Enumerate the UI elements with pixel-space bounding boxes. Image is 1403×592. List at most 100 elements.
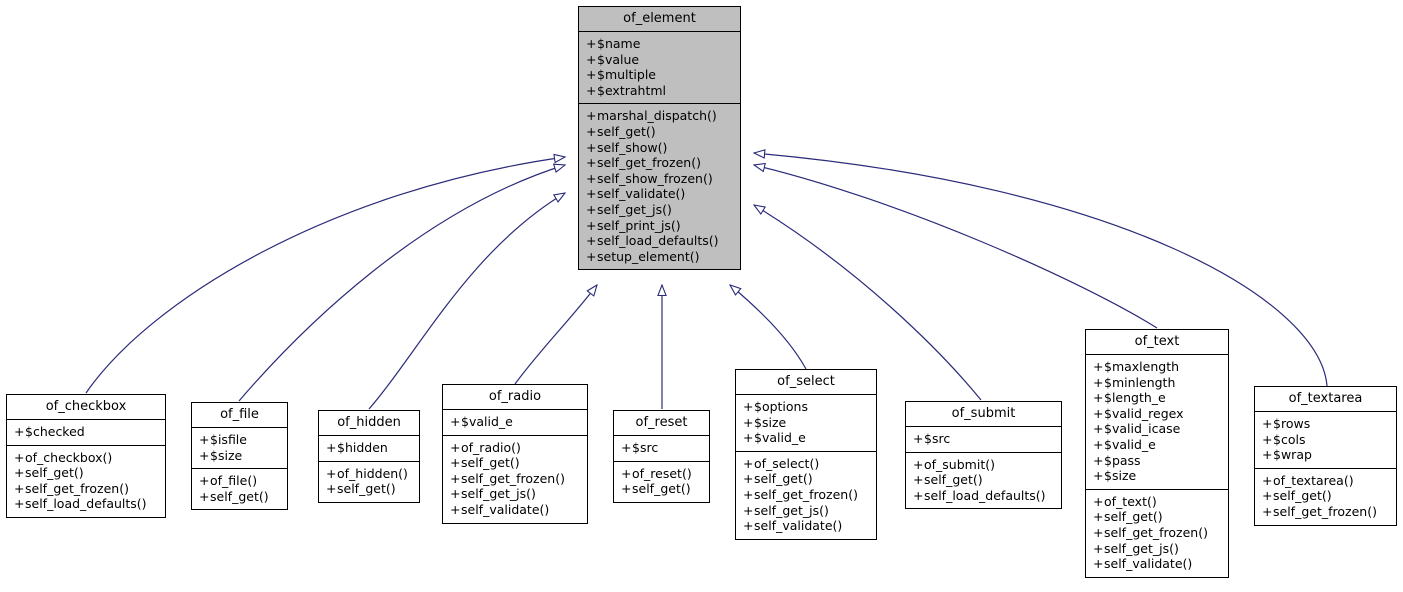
visibility-public-icon: + [1262, 431, 1273, 447]
visibility-public-icon: + [1262, 503, 1273, 519]
visibility-public-icon: + [743, 486, 754, 502]
visibility-public-icon: + [743, 399, 754, 414]
attribute-row: +$src [913, 431, 951, 446]
method-row: +of_text() [1093, 493, 1157, 509]
attribute-row: +$hidden [326, 440, 388, 455]
edge-of_checkbox-to-of_element [85, 157, 565, 394]
visibility-public-icon: + [586, 82, 597, 98]
method-row: +of_select() [743, 455, 820, 471]
class-attributes-of_radio: +$valid_e [443, 410, 587, 436]
attribute-row: +$length_e [1093, 390, 1166, 406]
class-attributes-of_submit: +$src [906, 427, 1061, 453]
method-row: +of_checkbox() [14, 449, 113, 465]
class-attributes-of_hidden: +$hidden [319, 436, 419, 462]
visibility-public-icon: + [621, 481, 632, 497]
class-node-of_textarea[interactable]: of_textarea +$rows +$cols +$wrap +of_tex… [1254, 386, 1397, 526]
attribute-row: +$valid_e [450, 414, 513, 429]
attribute-row: +$maxlength [1093, 359, 1180, 374]
class-node-of_file[interactable]: of_file +$isfile +$size +of_file() +self… [191, 402, 288, 511]
class-node-of_hidden[interactable]: of_hidden +$hidden +of_hidden() +self_ge… [318, 410, 420, 503]
method-row: +self_get() [621, 481, 691, 497]
visibility-public-icon: + [1262, 472, 1273, 488]
visibility-public-icon: + [14, 496, 25, 512]
visibility-public-icon: + [586, 155, 597, 171]
visibility-public-icon: + [586, 108, 597, 124]
class-methods-of_submit: +of_submit() +self_get() +self_load_defa… [906, 453, 1061, 509]
method-row: +self_get() [913, 472, 983, 488]
method-row: +self_get_frozen() [586, 155, 701, 171]
visibility-public-icon: + [199, 473, 210, 489]
method-row: +self_get_frozen() [14, 480, 129, 496]
visibility-public-icon: + [586, 170, 597, 186]
class-methods-of_hidden: +of_hidden() +self_get() [319, 462, 419, 502]
method-row: +of_textarea() [1262, 472, 1354, 488]
visibility-public-icon: + [621, 465, 632, 481]
class-attributes-of_textarea: +$rows +$cols +$wrap [1255, 412, 1396, 469]
visibility-public-icon: + [743, 414, 754, 430]
class-title-of_hidden: of_hidden [319, 411, 419, 436]
method-row: +of_submit() [913, 456, 995, 472]
class-methods-of_element: +marshal_dispatch() +self_get() +self_sh… [579, 104, 740, 269]
attribute-row: +$name [586, 36, 641, 51]
attribute-row: +$wrap [1262, 447, 1312, 463]
class-title-of_text: of_text [1086, 330, 1228, 355]
visibility-public-icon: + [450, 470, 461, 486]
attribute-row: +$isfile [199, 432, 247, 447]
visibility-public-icon: + [450, 414, 461, 429]
visibility-public-icon: + [1262, 416, 1273, 431]
attribute-row: +$cols [1262, 431, 1306, 447]
class-methods-of_reset: +of_reset() +self_get() [614, 462, 709, 502]
attribute-row: +$size [199, 447, 243, 463]
method-row: +self_get_js() [743, 502, 829, 518]
attribute-row: +$minlength [1093, 374, 1176, 390]
class-attributes-of_element: +$name +$value +$multiple +$extrahtml [579, 32, 740, 105]
method-row: +self_get_js() [450, 486, 536, 502]
class-title-of_select: of_select [736, 370, 876, 395]
method-row: +self_get_frozen() [1093, 524, 1208, 540]
visibility-public-icon: + [1093, 493, 1104, 509]
attribute-row: +$pass [1093, 452, 1141, 468]
attribute-row: +$size [743, 414, 787, 430]
visibility-public-icon: + [586, 67, 597, 83]
visibility-public-icon: + [586, 233, 597, 249]
method-row: +self_get() [1262, 488, 1332, 504]
method-row: +of_hidden() [326, 465, 408, 481]
method-row: +self_validate() [450, 501, 550, 517]
visibility-public-icon: + [1262, 447, 1273, 463]
method-row: +self_get_frozen() [1262, 503, 1377, 519]
visibility-public-icon: + [1093, 405, 1104, 421]
class-attributes-of_text: +$maxlength +$minlength +$length_e +$val… [1086, 355, 1228, 490]
visibility-public-icon: + [1262, 488, 1273, 504]
visibility-public-icon: + [586, 123, 597, 139]
method-row: +of_reset() [621, 465, 692, 481]
class-node-of_radio[interactable]: of_radio +$valid_e +of_radio() +self_get… [442, 384, 588, 524]
method-row: +self_get() [586, 123, 656, 139]
method-row: +self_validate() [1093, 556, 1193, 572]
class-node-of_checkbox[interactable]: of_checkbox +$checked +of_checkbox() +se… [6, 394, 166, 518]
method-row: +self_get_js() [1093, 540, 1179, 556]
visibility-public-icon: + [450, 486, 461, 502]
attribute-row: +$options [743, 399, 808, 414]
method-row: +self_show() [586, 139, 668, 155]
class-node-of_submit[interactable]: of_submit +$src +of_submit() +self_get()… [905, 401, 1062, 510]
visibility-public-icon: + [621, 440, 632, 455]
method-row: +of_file() [199, 473, 258, 489]
class-node-of_reset[interactable]: of_reset +$src +of_reset() +self_get() [613, 410, 710, 503]
attribute-row: +$valid_regex [1093, 405, 1184, 421]
attribute-row: +$valid_e [1093, 436, 1156, 452]
class-attributes-of_file: +$isfile +$size [192, 428, 287, 470]
visibility-public-icon: + [1093, 509, 1104, 525]
class-attributes-of_checkbox: +$checked [7, 420, 165, 446]
class-node-of_element[interactable]: of_element +$name +$value +$multiple +$e… [578, 6, 741, 271]
class-node-of_select[interactable]: of_select +$options +$size +$valid_e +of… [735, 369, 877, 540]
method-row: +self_get() [199, 488, 269, 504]
visibility-public-icon: + [199, 488, 210, 504]
class-node-of_text[interactable]: of_text +$maxlength +$minlength +$length… [1085, 329, 1229, 578]
class-methods-of_checkbox: +of_checkbox() +self_get() +self_get_fro… [7, 446, 165, 517]
attribute-row: +$size [1093, 468, 1137, 484]
visibility-public-icon: + [450, 455, 461, 471]
attribute-row: +$rows [1262, 416, 1311, 431]
visibility-public-icon: + [326, 465, 337, 481]
class-methods-of_textarea: +of_textarea() +self_get() +self_get_fro… [1255, 469, 1396, 525]
